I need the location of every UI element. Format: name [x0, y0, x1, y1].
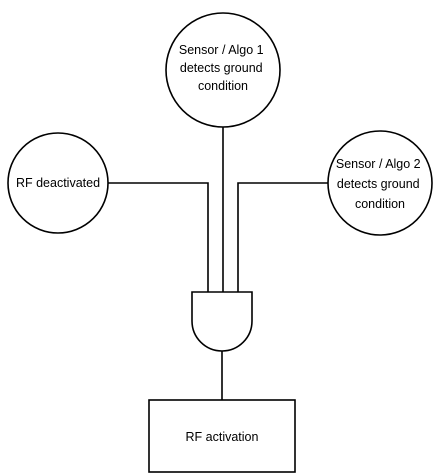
sensor1-label-line-1: Sensor / Algo 1	[179, 43, 264, 57]
connector-wires	[108, 127, 329, 400]
rf-deactivated-label: RF deactivated	[16, 176, 100, 190]
and-gate-shape	[191, 291, 253, 352]
wire-sensor2-to-and	[237, 182, 329, 292]
node-and-gate	[191, 291, 253, 352]
sensor1-label-line-3: condition	[198, 79, 248, 93]
sensor2-circle	[327, 130, 433, 236]
sensor2-label: Sensor / Algo 2 detects ground condition	[336, 157, 424, 211]
sensor2-label-line-1: Sensor / Algo 2	[336, 157, 421, 171]
sensor2-label-line-2: detects ground	[337, 177, 420, 191]
sensor2-label-line-3: condition	[355, 197, 405, 211]
node-rf-deactivated: RF deactivated	[7, 132, 109, 234]
node-rf-activation: RF activation	[148, 399, 296, 473]
rf-deactivated-label-line-1: RF deactivated	[16, 176, 100, 190]
rf-activation-box	[148, 399, 296, 473]
node-sensor1: Sensor / Algo 1 detects ground condition	[165, 12, 281, 128]
rf-activation-label-line-1: RF activation	[186, 430, 259, 444]
sensor1-label-line-2: detects ground	[180, 61, 263, 75]
node-sensor2: Sensor / Algo 2 detects ground condition	[327, 130, 433, 236]
sensor1-label: Sensor / Algo 1 detects ground condition	[179, 43, 267, 93]
wire-rf-deactivated-to-and	[108, 182, 209, 292]
rf-activation-label: RF activation	[186, 430, 259, 444]
rf-deactivated-circle	[7, 132, 109, 234]
sensor1-circle	[165, 12, 281, 128]
